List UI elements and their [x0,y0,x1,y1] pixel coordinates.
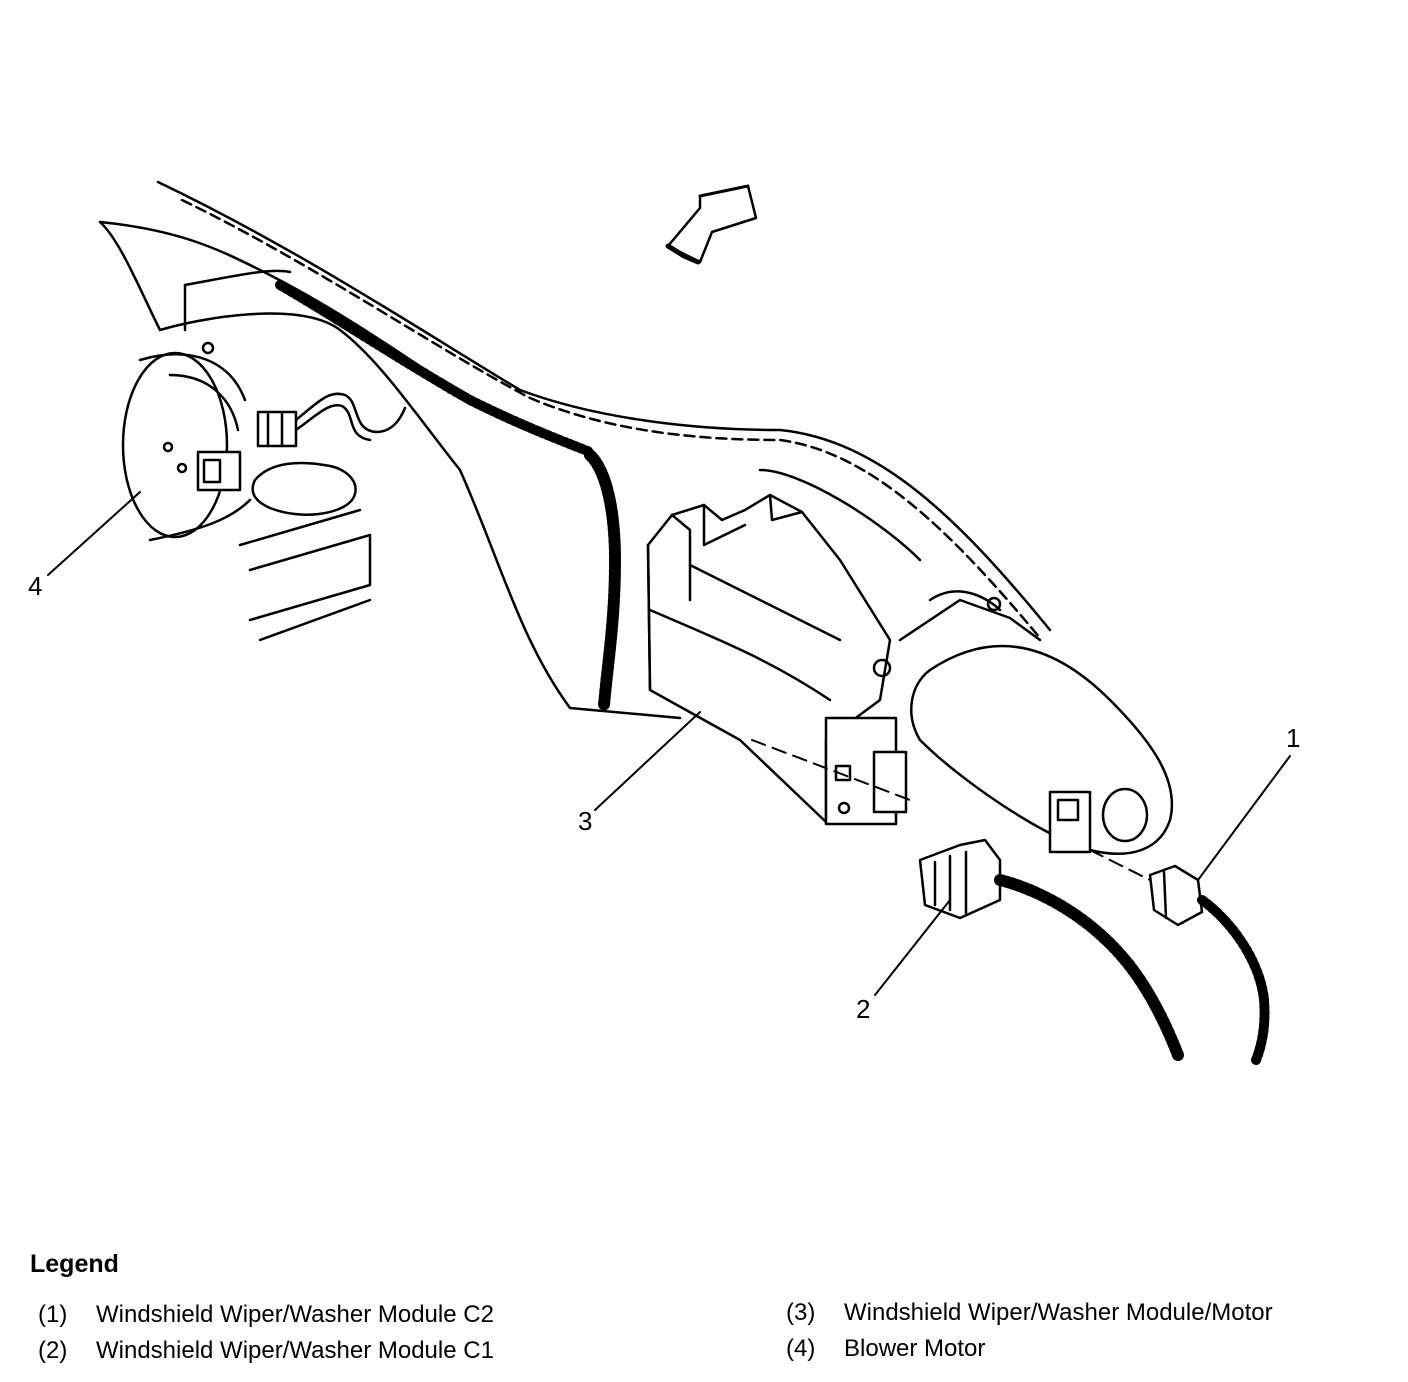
wiper-washer-module [646,493,908,826]
callout-leaders [47,491,1291,996]
legend-item-4-number: (4) [786,1335,816,1362]
legend-item-2-number: (2) [38,1337,68,1364]
component-diagram: 1 2 3 4 [28,180,1300,1065]
blower-motor-housing [158,283,682,720]
c1-connector [918,838,1184,1061]
legend-item-2: (2) Windshield Wiper/Washer Module C1 [38,1337,494,1365]
front-arrow-icon [665,184,758,265]
legend-item-1: (1) Windshield Wiper/Washer Module C2 [38,1301,494,1329]
legend-item-4: (4) Blower Motor [786,1335,985,1363]
wiper-motor [758,468,1174,855]
legend-item-3: (3) Windshield Wiper/Washer Module/Motor [786,1299,1273,1327]
blower-motor [121,341,252,542]
legend-item-2-label: Windshield Wiper/Washer Module C1 [96,1337,494,1364]
main-wiring-harness [275,280,621,711]
callout-4: 4 [28,571,42,601]
legend-item-3-number: (3) [786,1299,816,1326]
c2-connector [1148,864,1270,1065]
callout-3: 3 [578,806,592,836]
cowl-panel [98,180,1052,640]
legend-item-4-label: Blower Motor [844,1335,986,1362]
connector-alignment-lines [751,739,1151,881]
callout-1: 1 [1286,723,1300,753]
legend-item-3-label: Windshield Wiper/Washer Module/Motor [844,1299,1273,1326]
legend-item-1-label: Windshield Wiper/Washer Module C2 [96,1301,494,1328]
blower-motor-harness [251,392,407,516]
callout-2: 2 [856,994,870,1024]
legend: Legend (1) Windshield Wiper/Washer Module… [30,1250,1390,1381]
legend-title: Legend [30,1250,119,1278]
legend-item-1-number: (1) [38,1301,68,1328]
